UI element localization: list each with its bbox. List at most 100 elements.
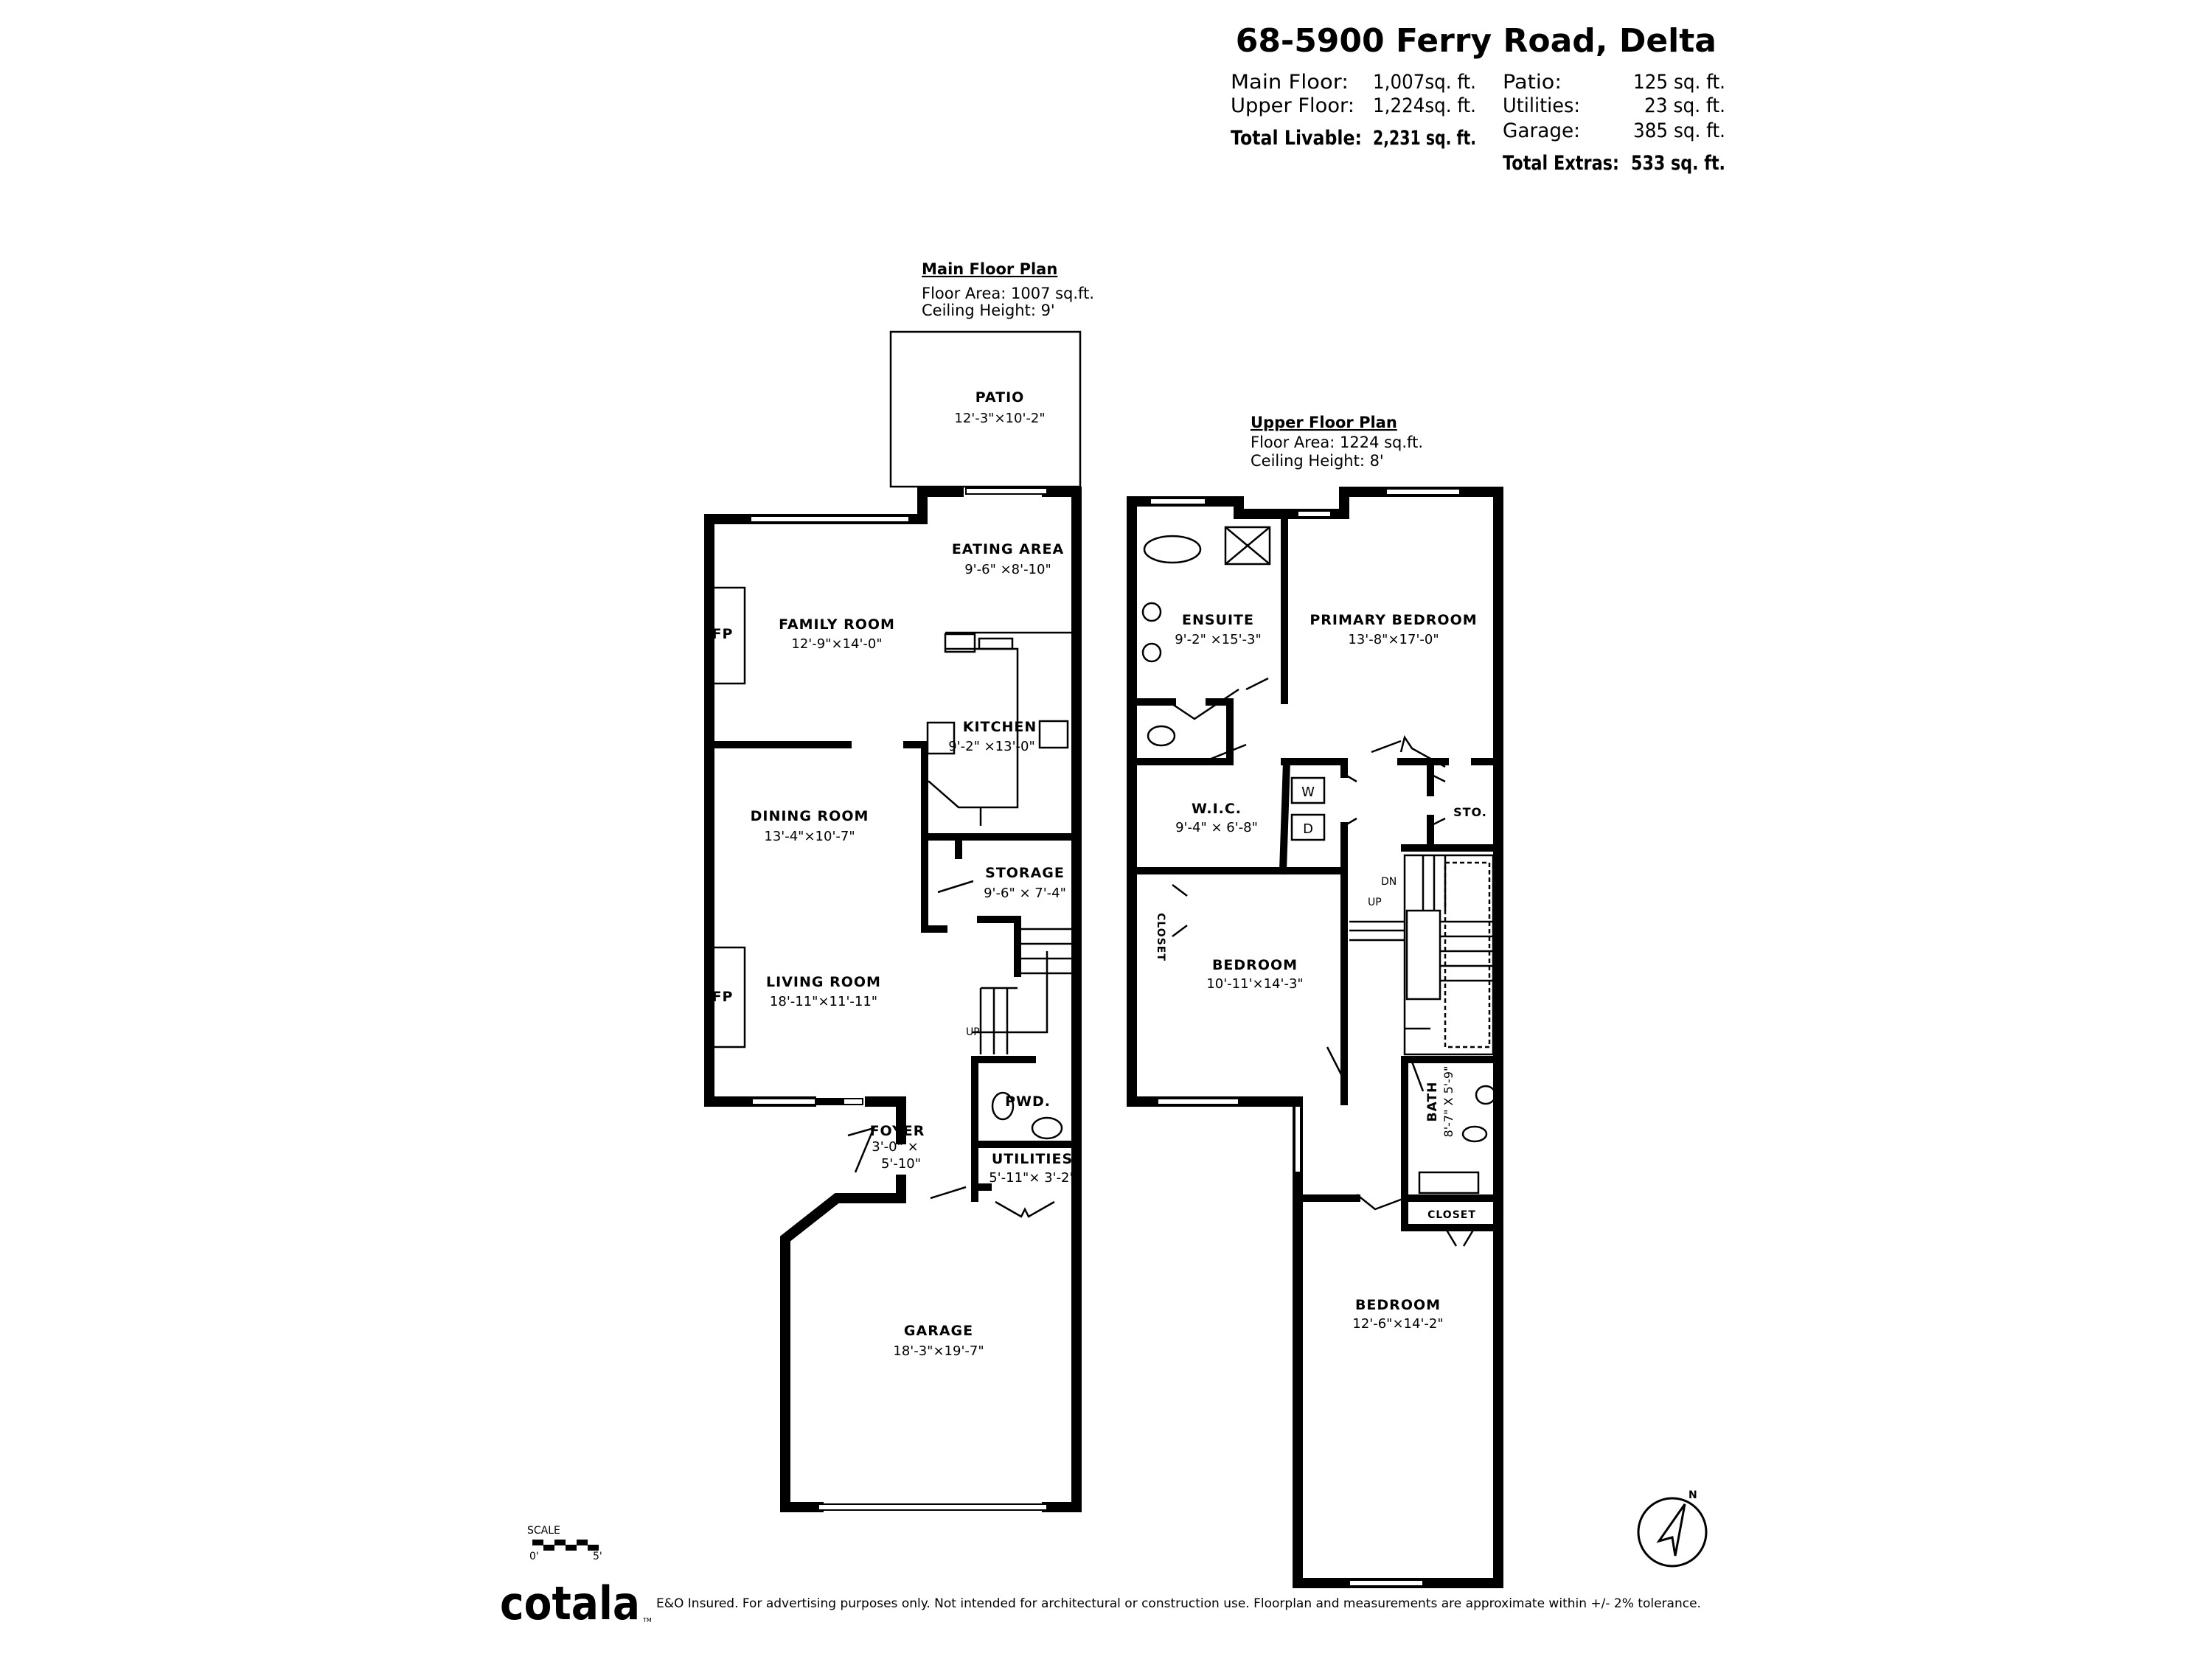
garage-label: Garage:	[1503, 119, 1580, 142]
room-dimensions: 12'-3"×10'-2"	[954, 411, 1045, 426]
room-dimensions: 9'-6" ×8'-10"	[964, 562, 1051, 577]
scale-start: 0'	[529, 1551, 539, 1562]
upper-floor-label: Upper Floor:	[1231, 94, 1354, 117]
fireplace-living	[710, 946, 746, 1048]
upper-stairs	[1349, 854, 1495, 1056]
room-dimensions: 13'-8"×17'-0"	[1348, 632, 1439, 647]
room-dimensions: 9'-4" × 6'-8"	[1175, 820, 1258, 835]
patio-value: 125 sq. ft.	[1633, 71, 1725, 94]
room-dimensions: 18'-11"×11'-11"	[770, 994, 877, 1009]
main-floor-area: Floor Area: 1007 sq.ft.	[922, 285, 1094, 302]
pantry-icon	[926, 721, 956, 755]
patio-label: Patio:	[1503, 71, 1562, 94]
toilet-icon	[991, 1091, 1015, 1121]
north-label: N	[1688, 1489, 1697, 1501]
utilities-label: Utilities:	[1503, 94, 1580, 117]
window	[1385, 488, 1461, 495]
room-dimensions: 10'-11'×14'-3"	[1206, 976, 1303, 992]
window	[1349, 1579, 1424, 1587]
area-summary: 68-5900 Ferry Road, Delta Main Floor: 1,…	[1231, 22, 1725, 175]
room-name: UTILITIES	[992, 1151, 1073, 1167]
main-stairs	[972, 928, 1073, 1054]
window	[1157, 1098, 1239, 1105]
room-dimensions: 8'-7" X 5'-9"	[1441, 1066, 1455, 1138]
main-exterior-wall	[704, 487, 1082, 1512]
sink-icon	[1141, 602, 1162, 622]
sink-icon	[1475, 1085, 1497, 1105]
shower-icon	[1224, 526, 1271, 566]
room-name: STO.	[1453, 805, 1487, 819]
room-dimensions: 9'-2" ×13'-0"	[948, 739, 1035, 754]
utilities-value: 23 sq. ft.	[1644, 94, 1725, 117]
room-name: GARAGE	[904, 1323, 973, 1339]
main-floor-title: Main Floor Plan	[922, 260, 1057, 278]
main-floor-ceiling: Ceiling Height: 9'	[922, 302, 1055, 319]
upper-floor-ceiling: Ceiling Height: 8'	[1251, 452, 1384, 470]
washer-icon	[1290, 776, 1326, 804]
washer-label: W	[1301, 785, 1315, 800]
stair-up-label: UP	[1368, 897, 1382, 908]
upper-floor-value: 1,224sq. ft.	[1373, 94, 1476, 117]
main-interior-walls	[706, 741, 1077, 1202]
room-name: BEDROOM	[1355, 1297, 1441, 1313]
logo-trademark: TM	[642, 1617, 652, 1624]
footer: cotala TM E&O Insured. For advertising p…	[500, 1576, 1701, 1630]
room-name: KITCHEN	[963, 719, 1037, 735]
family-room-window	[750, 515, 910, 523]
room-dimensions: 13'-4"×10'-7"	[764, 829, 855, 844]
sink-icon	[1141, 642, 1162, 663]
room-name: ENSUITE	[1182, 612, 1254, 628]
upper-floor-area: Floor Area: 1224 sq.ft.	[1251, 434, 1423, 451]
upper-floor-plan: Upper Floor Plan Floor Area: 1224 sq.ft.…	[1127, 414, 1503, 1588]
room-dimensions: 5'-11"× 3'-2"	[989, 1170, 1076, 1186]
living-room-window	[751, 1098, 863, 1105]
room-name: W.I.C.	[1192, 801, 1242, 817]
room-name: CLOSET	[1155, 913, 1166, 961]
room-name: FOYER	[870, 1123, 925, 1139]
cotala-logo: cotala	[500, 1576, 640, 1630]
room-name: DINING ROOM	[751, 808, 869, 824]
sink-icon	[1031, 1116, 1063, 1140]
room-name: FAMILY ROOM	[779, 616, 895, 633]
fireplace-family	[710, 586, 746, 685]
window	[1150, 498, 1206, 505]
stair-down-label: DN	[1381, 876, 1397, 888]
dryer-icon	[1290, 813, 1326, 841]
toilet-icon	[1147, 725, 1176, 747]
fireplace-label: FP	[712, 626, 734, 642]
main-floor-label: Main Floor:	[1231, 71, 1349, 94]
total-extras-value: 533 sq. ft.	[1631, 152, 1725, 175]
upper-exterior-wall	[1127, 487, 1503, 1588]
shower-drain-icon	[1225, 526, 1270, 565]
room-dimensions: 5'-10"	[881, 1156, 921, 1172]
sink-icon	[978, 637, 1014, 650]
patio-outline	[889, 330, 1082, 488]
room-dimensions: 9'-6" × 7'-4"	[984, 886, 1066, 901]
fridge-icon	[944, 633, 976, 653]
room-dimensions: 12'-9"×14'-0"	[791, 636, 882, 652]
room-name: LIVING ROOM	[766, 974, 881, 990]
room-dimensions: 9'-2" ×15'-3"	[1175, 632, 1262, 647]
total-extras-label: Total Extras:	[1503, 152, 1619, 175]
north-arrow-icon: N	[1637, 1489, 1708, 1568]
bathtub-icon	[1143, 535, 1202, 564]
room-name: EATING AREA	[952, 541, 1064, 557]
room-name: PWD.	[1005, 1093, 1051, 1110]
stair-up-label: UP	[966, 1026, 980, 1038]
room-name: CLOSET	[1427, 1209, 1476, 1221]
room-dimensions: 12'-6"×14'-2"	[1352, 1316, 1443, 1332]
upper-floor-title: Upper Floor Plan	[1251, 414, 1397, 431]
garage-value: 385 sq. ft.	[1633, 119, 1725, 142]
fireplace-label: FP	[712, 989, 734, 1005]
room-name: PATIO	[975, 389, 1025, 406]
disclaimer: E&O Insured. For advertising purposes on…	[656, 1596, 1701, 1611]
total-livable-value: 2,231 sq. ft.	[1373, 127, 1476, 150]
scale-end: 5'	[593, 1551, 602, 1562]
door-swings	[847, 880, 1055, 1218]
room-name: BEDROOM	[1212, 957, 1298, 973]
main-floor-plan: Main Floor Plan Floor Area: 1007 sq.ft. …	[704, 260, 1094, 1512]
scale-label: SCALE	[527, 1525, 560, 1537]
room-name: STORAGE	[985, 865, 1065, 881]
upper-interior-walls	[1128, 512, 1502, 1231]
